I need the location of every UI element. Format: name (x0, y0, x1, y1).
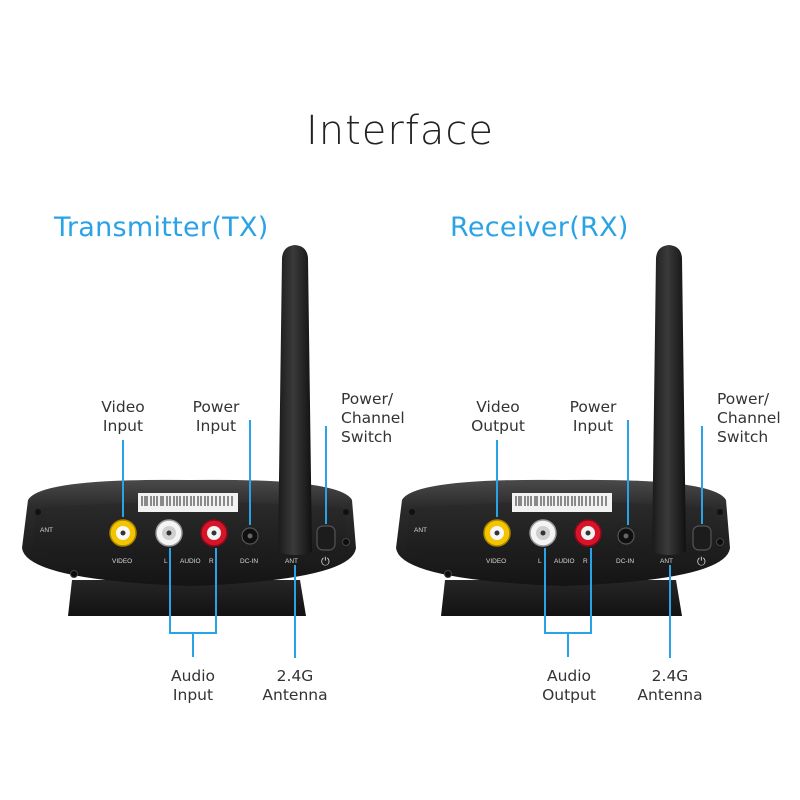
tx-antenna-label: 2.4G Antenna (255, 667, 335, 705)
page-title: Interface (305, 108, 495, 154)
tx-l-print: L (164, 558, 168, 565)
tx-power-label: Power Input (185, 398, 247, 436)
rx-l-print: L (538, 558, 542, 565)
rx-screw (717, 509, 723, 515)
tx-power-label-line2: Input (195, 417, 237, 435)
rx-screw (444, 570, 452, 578)
tx-face (32, 502, 348, 562)
rx-video-label-line2: Output (471, 417, 525, 435)
rx-audio-label-line2: Output (542, 686, 596, 704)
rx-switch-label-line3: Switch (717, 428, 769, 446)
rx-video-jack-pin (494, 530, 500, 536)
tx-barcode-lines (141, 496, 233, 506)
rx-screw (409, 509, 415, 515)
tx-video-label-line1: Video (101, 398, 145, 416)
tx-dc-in-pin (247, 533, 253, 539)
tx-ant-print: ANT (40, 527, 53, 534)
tx-audio-label-line2: Input (172, 686, 214, 704)
rx-switch-label-line2: Channel (717, 409, 781, 427)
tx-video-label: Video Input (93, 398, 153, 436)
tx-screw (343, 509, 349, 515)
receiver-title: Receiver(RX) (450, 212, 629, 243)
rx-power-label: Power Input (562, 398, 624, 436)
rx-stand (441, 580, 682, 616)
rx-switch-label: Power/ Channel Switch (717, 390, 781, 447)
tx-power-symbol-icon: ⏻ (321, 556, 330, 568)
tx-screw (70, 570, 78, 578)
tx-audio-label: Audio Input (158, 667, 228, 705)
rx-power-label-line2: Input (572, 417, 614, 435)
rx-audio-l-pin (540, 530, 546, 536)
rx-audio-print: AUDIO (554, 558, 575, 565)
tx-screw (35, 509, 41, 515)
tx-antenna-label-line1: 2.4G (276, 667, 314, 685)
rx-antenna-label-line2: Antenna (637, 686, 703, 704)
rx-dc-in-pin (623, 533, 629, 539)
tx-stand (68, 580, 306, 616)
rx-ant-bottom-print: ANT (660, 558, 673, 565)
tx-ant-bottom-print: ANT (285, 558, 298, 565)
transmitter-title: Transmitter(TX) (54, 212, 269, 243)
tx-audio-label-line1: Audio (170, 667, 216, 685)
rx-barcode-lines (515, 496, 607, 506)
rx-antenna-label: 2.4G Antenna (630, 667, 710, 705)
tx-switch-label-line2: Channel (341, 409, 405, 427)
tx-dcin-print: DC-IN (240, 558, 258, 565)
tx-audio-callout (169, 548, 217, 634)
tx-audio-r-pin (211, 530, 217, 536)
rx-video-label: Video Output (465, 398, 531, 436)
tx-video-print: VIDEO (112, 558, 132, 565)
rx-video-print: VIDEO (486, 558, 506, 565)
tx-r-print: R (209, 558, 214, 565)
rx-antenna-label-line1: 2.4G (651, 667, 689, 685)
rx-face (406, 502, 722, 562)
tx-switch-label: Power/ Channel Switch (341, 390, 405, 447)
rx-audio-r-pin (585, 530, 591, 536)
tx-switch-label-line1: Power/ (341, 390, 394, 408)
rx-screw (716, 538, 724, 546)
rx-power-switch (692, 525, 712, 551)
tx-video-label-line2: Input (102, 417, 144, 435)
rx-dcin-print: DC-IN (616, 558, 634, 565)
tx-screw (342, 538, 350, 546)
tx-power-switch (316, 525, 336, 551)
tx-antenna (278, 245, 312, 555)
rx-video-label-line1: Video (476, 398, 520, 416)
tx-audio-l-pin (166, 530, 172, 536)
tx-switch-label-line3: Switch (341, 428, 393, 446)
tx-antenna-label-line2: Antenna (262, 686, 328, 704)
rx-audio-label-line1: Audio (546, 667, 592, 685)
rx-ant-print: ANT (414, 527, 427, 534)
rx-r-print: R (583, 558, 588, 565)
rx-audio-label: Audio Output (532, 667, 606, 705)
tx-power-label-line1: Power (192, 398, 240, 416)
rx-power-symbol-icon: ⏻ (697, 556, 706, 568)
rx-switch-label-line1: Power/ (717, 390, 770, 408)
tx-audio-print: AUDIO (180, 558, 201, 565)
tx-video-jack-pin (120, 530, 126, 536)
rx-audio-callout (544, 548, 592, 634)
rx-power-label-line1: Power (569, 398, 617, 416)
rx-antenna (652, 245, 686, 555)
